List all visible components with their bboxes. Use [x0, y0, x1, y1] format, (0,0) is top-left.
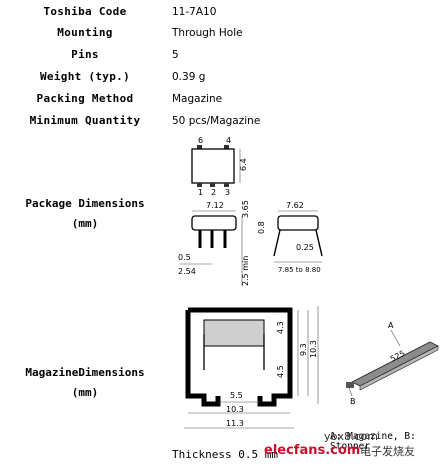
dim-inner-w: 5.5: [230, 391, 243, 400]
magazine-thickness: Thickness 0.5 mm: [172, 448, 278, 461]
package-top-view: 6 4 1 2 3 6.4: [191, 136, 248, 197]
package-leads-side: [273, 229, 323, 257]
spec-row-weight: Weight (typ.) 0.39 g: [0, 67, 442, 87]
pin-number-6: 6: [198, 136, 203, 145]
package-leads-front: [198, 230, 227, 248]
magazine-caption: A: Magazine, B: Stopper: [330, 432, 440, 452]
dim-inner-h2: 4.5: [276, 365, 285, 378]
dim-pitch: 2.54: [178, 267, 196, 276]
magazine-isometric: A 525 B: [346, 321, 439, 406]
pin-bottom-2: [210, 183, 215, 187]
label-b: B: [350, 397, 356, 406]
label-a: A: [388, 321, 394, 330]
spec-row-mounting: Mounting Through Hole: [0, 23, 442, 43]
watermark-site: ybx8.com: [324, 430, 378, 443]
dim-inner-h1: 4.3: [276, 321, 285, 334]
magazine-outline: [185, 307, 293, 407]
spec-label: Packing Method: [36, 92, 134, 105]
magazine-package-body: [203, 319, 265, 347]
spec-row-packing-method: Packing Method Magazine: [0, 89, 442, 109]
dim-width-body: 7.12: [206, 201, 224, 210]
dim-side-width: 7.62: [286, 201, 304, 210]
dim-total-h2: 10.3: [309, 340, 318, 358]
package-dimensions-unit: (mm): [71, 217, 99, 230]
spec-label: Pins: [71, 48, 99, 61]
spec-value: 11-7A10: [172, 6, 217, 18]
pin-number-2: 2: [211, 188, 216, 197]
pin-number-3: 3: [225, 188, 230, 197]
pin-number-4: 4: [226, 136, 231, 145]
package-side-view: 7.62 0.25 7.85 to 8.80: [273, 201, 323, 274]
label-b-leader: [348, 387, 353, 397]
dim-height-top: 6.4: [239, 158, 248, 171]
spec-value: Magazine: [172, 93, 223, 105]
dim-lead-gap: 0.8: [257, 221, 266, 234]
magazine-cross-section: 4.3 4.5 9.3 10.3 5.5 10.3 11.3: [184, 306, 319, 429]
spec-label: Mounting: [57, 26, 113, 39]
dim-lead-length: 2.5 min: [241, 256, 250, 286]
magazine-dimensions-unit: (mm): [71, 386, 99, 399]
spec-value: 0.39 g: [172, 71, 206, 83]
pin-bottom-1: [197, 183, 202, 187]
spec-label: Toshiba Code: [43, 5, 127, 18]
spec-value: 50 pcs/Magazine: [172, 115, 261, 127]
pin-top-4: [224, 145, 229, 149]
dim-outer-w: 11.3: [226, 419, 244, 428]
pin-number-1: 1: [198, 188, 203, 197]
dim-mid-w: 10.3: [226, 405, 244, 414]
watermark-brand: elecfans.com: [264, 443, 360, 458]
spec-value: 5: [172, 49, 179, 61]
watermark-cn: 电子发烧友: [360, 444, 415, 458]
dim-lead-width: 0.5: [178, 253, 191, 262]
caption-line-2: Stopper: [330, 441, 371, 452]
caption-line-1: A: Magazine, B:: [330, 431, 416, 442]
magazine-dimensions-label: MagazineDimensions: [25, 366, 145, 379]
pin-bottom-3: [224, 183, 229, 187]
dim-side-thickness: 0.25: [296, 243, 314, 252]
package-dimensions-label: Package Dimensions: [25, 197, 145, 210]
package-body-side: [277, 215, 319, 231]
magazine-stopper: [346, 382, 354, 388]
pin-top-6: [197, 145, 202, 149]
dim-total-h1: 9.3: [299, 343, 308, 356]
label-a-leader: [390, 329, 401, 347]
package-body-top: [191, 148, 235, 184]
magazine-tube-face: [359, 345, 439, 391]
spec-row-toshiba-code: Toshiba Code 11-7A10: [0, 2, 442, 22]
magazine-tube: [351, 341, 439, 387]
spec-row-minimum-quantity: Minimum Quantity 50 pcs/Magazine: [0, 111, 442, 131]
package-body-front: [191, 215, 237, 231]
spec-label: Minimum Quantity: [29, 114, 141, 127]
spec-row-pins: Pins 5: [0, 45, 442, 65]
thickness-label: Thickness: [172, 448, 232, 461]
thickness-value: 0.5 mm: [238, 448, 278, 461]
watermark-logo: ybx8.com elecfans.com 电子发烧友: [264, 430, 415, 458]
dim-side-span: 7.85 to 8.80: [278, 266, 321, 274]
dim-height-body: 3.65: [241, 200, 250, 218]
spec-value: Through Hole: [172, 27, 243, 39]
package-front-view: 7.12 3.65 0.8 0.5 2.54 2.5 min: [178, 200, 266, 286]
magazine-package-leads: [203, 334, 265, 370]
spec-label: Weight (typ.): [40, 70, 130, 83]
